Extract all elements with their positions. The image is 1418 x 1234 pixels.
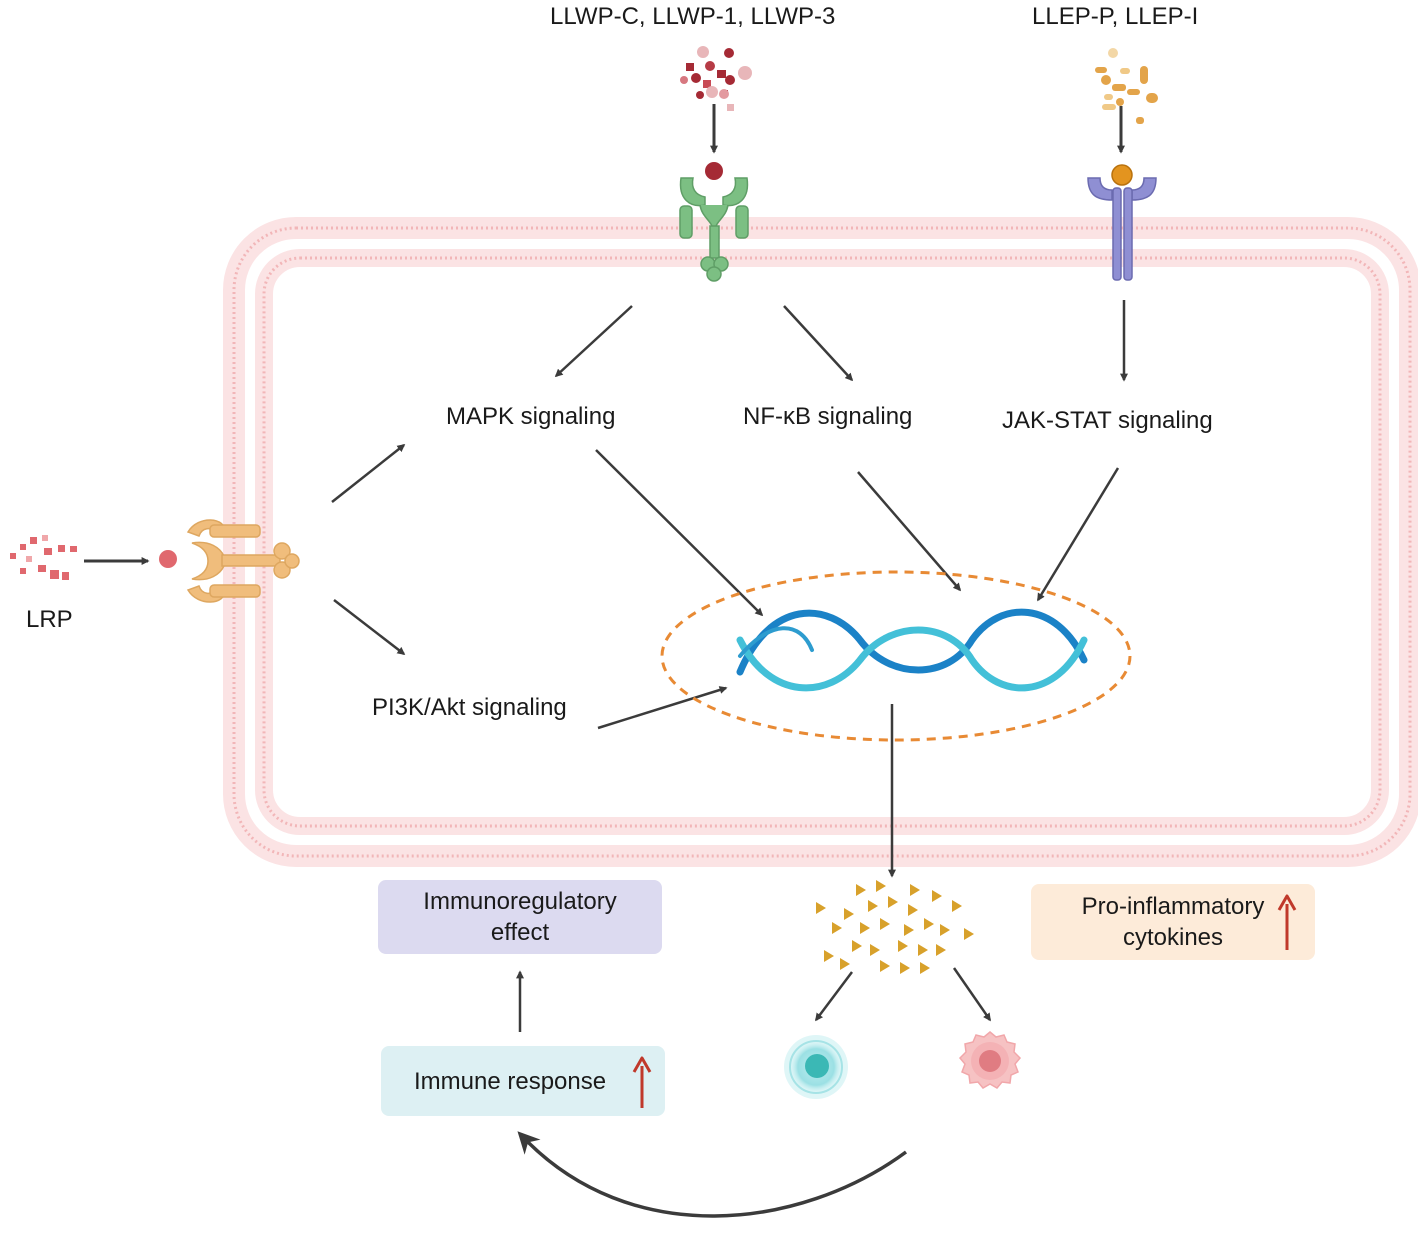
purple-receptor-icon [1087,164,1157,281]
immune-response-box: Immune response [381,1046,665,1116]
immune-cell-pink-icon [958,1031,1022,1089]
signal-arrows [331,300,1128,1032]
jak-stat-signaling-label: JAK-STAT signaling [1002,407,1213,434]
immune-cell-cyan-icon [784,1035,848,1099]
nucleus-outline-icon [660,570,1132,742]
llwp-particles-icon [680,46,752,111]
lrp-particles-icon [10,535,77,580]
lrp-label: LRP [26,606,73,633]
llwp-ligands-label: LLWP-C, LLWP-1, LLWP-3 [550,3,836,30]
orange-receptor-icon [159,519,300,603]
immunoregulatory-effect-box: Immunoregulatory effect [378,880,662,954]
immune-response-label: Immune response [414,1067,607,1095]
pi3k-akt-signaling-label: PI3K/Akt signaling [372,694,567,721]
llep-ligands-label: LLEP-P, LLEP-I [1032,3,1199,30]
immunoregulatory-line2: effect [490,919,550,946]
up-arrow-icon [1277,894,1297,950]
green-receptor-icon [679,162,749,282]
feedback-curve-arrow [517,1131,908,1218]
nfkb-signaling-label: NF-κB signaling [743,403,913,430]
up-arrow-icon [632,1056,652,1108]
mapk-signaling-label: MAPK signaling [446,403,616,430]
dna-helix-icon [736,608,1088,692]
cytokine-particles-icon [816,880,974,974]
cell-membrane [223,217,1418,867]
pro-inflammatory-cytokines-box: Pro-inflammatory cytokines [1031,884,1315,960]
pro-inflammatory-line1: Pro-inflammatory [1081,893,1265,920]
immunoregulatory-line1: Immunoregulatory [423,888,617,915]
llep-particles-icon [1095,48,1158,124]
pro-inflammatory-line2: cytokines [1122,924,1224,951]
